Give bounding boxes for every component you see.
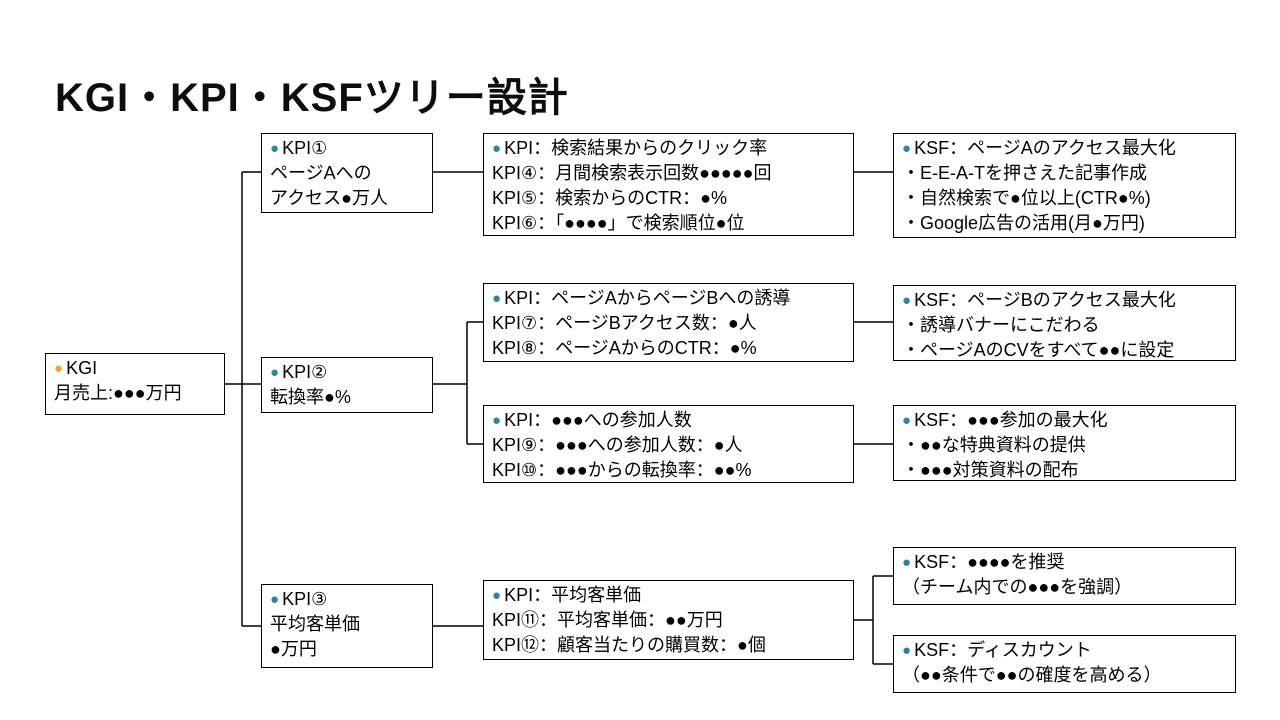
kpi-detail1-header: KPI：検索結果からのクリック率 — [504, 138, 768, 158]
kpi-detail4-header-row: ●KPI：平均客単価 — [492, 583, 845, 608]
ksf1-line: ・Google広告の活用(月●万円) — [902, 213, 1145, 233]
kpi1-box: ●KPI① ページAへの アクセス●万人 — [261, 133, 433, 213]
ksf2-header-row: ●KSF：ページBのアクセス最大化 — [902, 288, 1227, 313]
kpi2-header: KPI② — [282, 362, 328, 382]
kpi3-header-row: ●KPI③ — [270, 587, 424, 612]
kpi-detail3-header: KPI：●●●への参加人数 — [504, 410, 692, 430]
ksf-bullet-icon: ● — [902, 554, 912, 571]
ksf5-header: KSF：ディスカウント — [914, 640, 1092, 660]
kpi-detail3-line: KPI⑨：●●●への参加人数：●人 — [492, 435, 743, 455]
ksf2-line: ・ページAのCVをすべて●●に設定 — [902, 340, 1175, 360]
ksf2-box: ●KSF：ページBのアクセス最大化 ・誘導バナーにこだわる ・ページAのCVをす… — [893, 285, 1236, 361]
kpi-detail2-header: KPI：ページAからページBへの誘導 — [504, 288, 791, 308]
ksf1-box: ●KSF：ページAのアクセス最大化 ・E-E-A-Tを押さえた記事作成 ・自然検… — [893, 133, 1236, 238]
ksf2-header: KSF：ページBのアクセス最大化 — [914, 290, 1176, 310]
ksf1-header: KSF：ページAのアクセス最大化 — [914, 138, 1176, 158]
kpi-detail2-box: ●KPI：ページAからページBへの誘導 KPI⑦：ページBアクセス数：●人 KP… — [483, 283, 854, 362]
ksf2-line: ・誘導バナーにこだわる — [902, 315, 1100, 335]
kpi-bullet-icon: ● — [492, 412, 502, 429]
ksf4-box: ●KSF：●●●●を推奨 （チーム内での●●●を強調） — [893, 547, 1236, 605]
ksf3-box: ●KSF：●●●参加の最大化 ・●●な特典資料の提供 ・●●●対策資料の配布 — [893, 405, 1236, 481]
kpi-detail4-header: KPI：平均客単価 — [504, 585, 642, 605]
kpi-detail2-line: KPI⑧：ページAからのCTR：●% — [492, 338, 757, 358]
kgi-box: ●KGI 月売上:●●●万円 — [45, 353, 225, 415]
kpi-detail2-line: KPI⑦：ページBアクセス数：●人 — [492, 313, 757, 333]
ksf3-line: ・●●●対策資料の配布 — [902, 460, 1079, 480]
ksf-bullet-icon: ● — [902, 412, 912, 429]
ksf5-box: ●KSF：ディスカウント （●●条件で●●の確度を高める） — [893, 635, 1236, 693]
kpi-detail4-line: KPI⑫：顧客当たりの購買数：●個 — [492, 635, 766, 655]
kpi1-header-row: ●KPI① — [270, 136, 424, 161]
kpi-detail4-box: ●KPI：平均客単価 KPI⑪：平均客単価：●●万円 KPI⑫：顧客当たりの購買… — [483, 580, 854, 660]
kgi-line: 月売上:●●●万円 — [54, 383, 182, 403]
page-title: KGI・KPI・KSFツリー設計 — [55, 75, 569, 120]
kpi3-box: ●KPI③ 平均客単価 ●万円 — [261, 584, 433, 668]
kpi-detail4-line: KPI⑪：平均客単価：●●万円 — [492, 610, 723, 630]
ksf5-line: （●●条件で●●の確度を高める） — [902, 665, 1162, 685]
kpi-detail1-line: KPI④：月間検索表示回数●●●●●回 — [492, 163, 772, 183]
ksf4-header-row: ●KSF：●●●●を推奨 — [902, 550, 1227, 575]
kpi2-line: 転換率●% — [270, 387, 351, 407]
ksf4-line: （チーム内での●●●を強調） — [902, 577, 1133, 597]
kpi-detail1-header-row: ●KPI：検索結果からのクリック率 — [492, 136, 845, 161]
ksf1-header-row: ●KSF：ページAのアクセス最大化 — [902, 136, 1227, 161]
kpi-bullet-icon: ● — [270, 140, 280, 157]
ksf3-header-row: ●KSF：●●●参加の最大化 — [902, 408, 1227, 433]
ksf-bullet-icon: ● — [902, 292, 912, 309]
kpi2-header-row: ●KPI② — [270, 360, 424, 385]
kpi1-header: KPI① — [282, 138, 328, 158]
kpi-detail1-box: ●KPI：検索結果からのクリック率 KPI④：月間検索表示回数●●●●●回 KP… — [483, 133, 854, 236]
kpi3-header: KPI③ — [282, 589, 328, 609]
kpi-detail3-box: ●KPI：●●●への参加人数 KPI⑨：●●●への参加人数：●人 KPI⑩：●●… — [483, 405, 854, 483]
kgi-header: KGI — [66, 358, 98, 378]
ksf3-line: ・●●な特典資料の提供 — [902, 435, 1086, 455]
ksf3-header: KSF：●●●参加の最大化 — [914, 410, 1108, 430]
kpi-bullet-icon: ● — [492, 140, 502, 157]
kgi-bullet-icon: ● — [54, 360, 64, 377]
kpi-bullet-icon: ● — [492, 587, 502, 604]
kpi2-box: ●KPI② 転換率●% — [261, 357, 433, 413]
kpi3-line: 平均客単価 — [270, 614, 360, 634]
ksf5-header-row: ●KSF：ディスカウント — [902, 638, 1227, 663]
ksf4-header: KSF：●●●●を推奨 — [914, 552, 1065, 572]
kpi-detail2-header-row: ●KPI：ページAからページBへの誘導 — [492, 286, 845, 311]
kpi-detail3-header-row: ●KPI：●●●への参加人数 — [492, 408, 845, 433]
ksf-bullet-icon: ● — [902, 140, 912, 157]
kgi-header-row: ●KGI — [54, 356, 216, 381]
ksf-bullet-icon: ● — [902, 642, 912, 659]
kpi-bullet-icon: ● — [270, 364, 280, 381]
kpi-bullet-icon: ● — [270, 591, 280, 608]
kpi-bullet-icon: ● — [492, 290, 502, 307]
kpi1-line: ページAへの — [270, 163, 372, 183]
kpi1-line: アクセス●万人 — [270, 188, 388, 208]
ksf1-line: ・E-E-A-Tを押さえた記事作成 — [902, 163, 1147, 183]
kpi-detail1-line: KPI⑥：「●●●●」で検索順位●位 — [492, 213, 745, 233]
kpi-detail1-line: KPI⑤：検索からのCTR：●% — [492, 188, 728, 208]
ksf1-line: ・自然検索で●位以上(CTR●%) — [902, 188, 1151, 208]
kpi3-line: ●万円 — [270, 639, 317, 659]
kpi-detail3-line: KPI⑩：●●●からの転換率：●●% — [492, 460, 752, 480]
